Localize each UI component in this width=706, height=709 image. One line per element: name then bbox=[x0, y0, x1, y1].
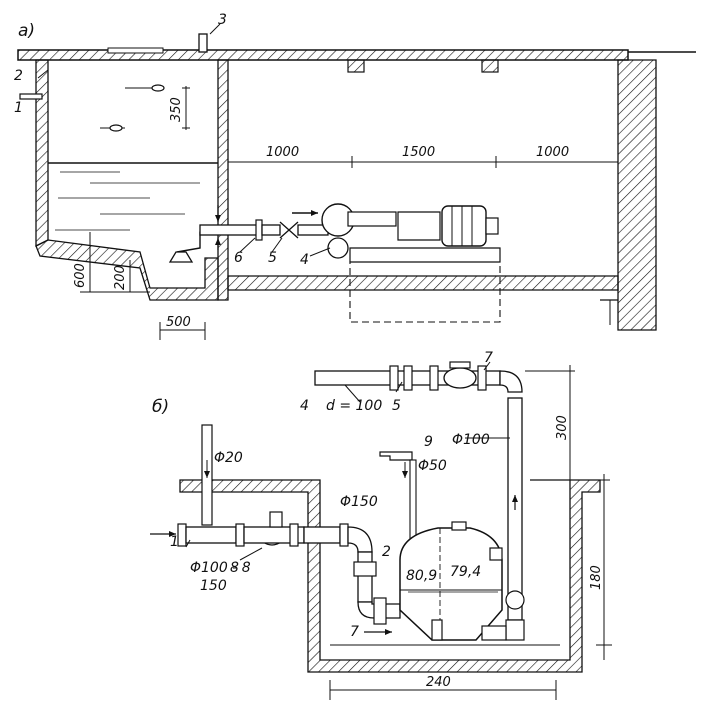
dim-500: 500 bbox=[166, 315, 191, 330]
tank-bottom bbox=[35, 239, 219, 301]
callout-b-7-top: 7 bbox=[484, 350, 493, 366]
dim-240: 240 bbox=[426, 675, 451, 690]
callout-b-2: 2 bbox=[382, 544, 391, 560]
leader-lines-b bbox=[185, 361, 510, 561]
callout-b-9: 9 bbox=[424, 434, 433, 450]
panel-label-b: б) bbox=[152, 397, 169, 417]
panel-label-a: а) bbox=[18, 21, 35, 41]
pipe-phi50 bbox=[379, 451, 417, 541]
callout-b-7-bottom: 7 bbox=[350, 624, 359, 640]
tank-left-wall bbox=[35, 59, 49, 248]
roof-slab bbox=[17, 47, 696, 73]
small-pipe-phi20 bbox=[201, 424, 213, 526]
dimension-lines-b bbox=[329, 365, 612, 700]
callout-a-5: 5 bbox=[268, 250, 277, 266]
callout-a-6: 6 bbox=[234, 250, 243, 266]
callout-a-2: 2 bbox=[14, 68, 23, 84]
dim-350: 350 bbox=[169, 97, 184, 122]
label-phi20: Φ20 bbox=[214, 450, 243, 466]
dim-1000-left: 1000 bbox=[266, 145, 299, 160]
callout-b-1: 1 bbox=[170, 534, 179, 550]
figure-b: б) bbox=[150, 350, 612, 700]
pneumatic-tank bbox=[364, 521, 507, 641]
dim-1500: 1500 bbox=[402, 145, 435, 160]
leader-lines-a bbox=[37, 23, 331, 257]
inlet-pipe bbox=[19, 93, 43, 100]
callout-a-4: 4 bbox=[300, 252, 309, 268]
dim-300: 300 bbox=[555, 415, 570, 440]
foundation-dashed bbox=[349, 261, 501, 323]
float-switches bbox=[100, 84, 165, 132]
dim-1000-right: 1000 bbox=[536, 145, 569, 160]
inlet-line bbox=[150, 511, 401, 625]
callout-a-1: 1 bbox=[14, 100, 23, 116]
discharge-pipe bbox=[314, 361, 525, 641]
figure-a: а) bbox=[14, 12, 696, 340]
dimension-lines-a bbox=[80, 86, 618, 340]
label-phi50: Φ50 bbox=[418, 458, 447, 474]
dim-600: 600 bbox=[73, 263, 88, 288]
suction-pipe bbox=[168, 205, 329, 263]
partition-wall bbox=[217, 59, 229, 301]
water bbox=[48, 162, 218, 231]
callout-a-3: 3 bbox=[218, 12, 227, 28]
pump-room-floor bbox=[227, 275, 619, 291]
label-phi100-150: Φ100 - 8 bbox=[190, 560, 251, 576]
dim-200: 200 bbox=[113, 265, 128, 290]
dim-180: 180 bbox=[589, 565, 604, 590]
label-phi100-150-lower: 150 bbox=[200, 578, 227, 594]
pump-unit bbox=[292, 203, 501, 263]
callout-b-5: 5 bbox=[392, 398, 401, 414]
callout-b-4: 4 bbox=[300, 398, 309, 414]
label-phi100: Φ100 bbox=[452, 432, 490, 448]
callout-b-8: 8 bbox=[230, 560, 239, 576]
label-phi150: Φ150 bbox=[340, 494, 378, 510]
label-tank-mark-left: 80,9 bbox=[406, 568, 437, 584]
label-pipe-diameter: d = 100 bbox=[326, 398, 382, 414]
label-tank-mark-right: 79,4 bbox=[450, 564, 481, 580]
right-wall bbox=[600, 59, 657, 331]
pit-structure bbox=[179, 479, 601, 673]
vent-pipe bbox=[198, 33, 208, 53]
